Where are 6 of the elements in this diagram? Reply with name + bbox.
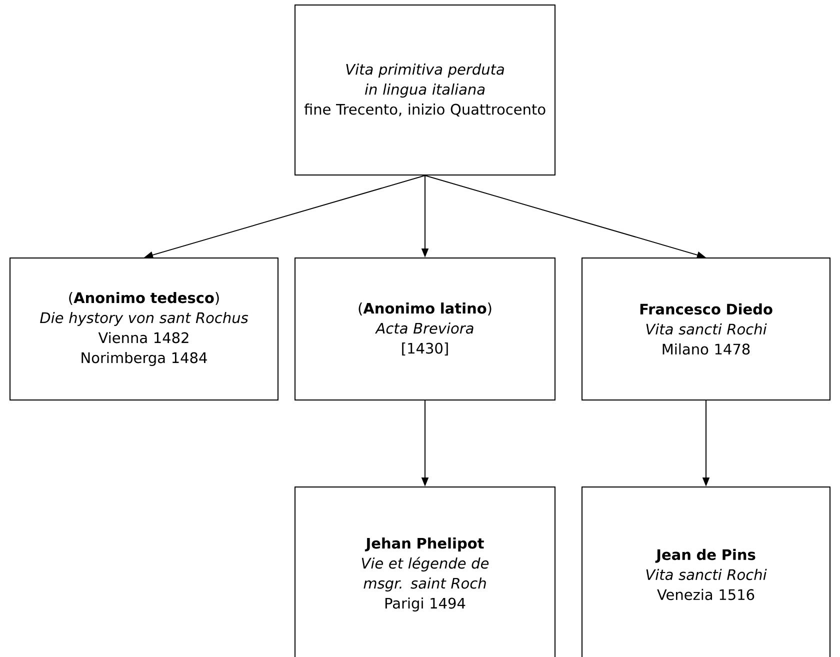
text-box: Vita primitiva perduta in lingua italiana fine Trecento, inizio Quattrocento [294, 4, 556, 176]
text-box: Jehan Phelipot Vie et légende de msgr. saint Roch Parigi 1494 [294, 486, 556, 657]
text-box: Jean de Pins Vita sancti Rochi Venezia 1516 [582, 486, 830, 657]
text-box: (Anonimo tedesco) Die hystory von sant Rochus Vienna 1482 Norimberga 1484 [10, 258, 278, 400]
text-box: (Anonimo latino) Acta Breviora [1430] [294, 258, 556, 400]
text-box: Francesco Diedo Vita sancti Rochi Milano 1478 [582, 258, 830, 400]
